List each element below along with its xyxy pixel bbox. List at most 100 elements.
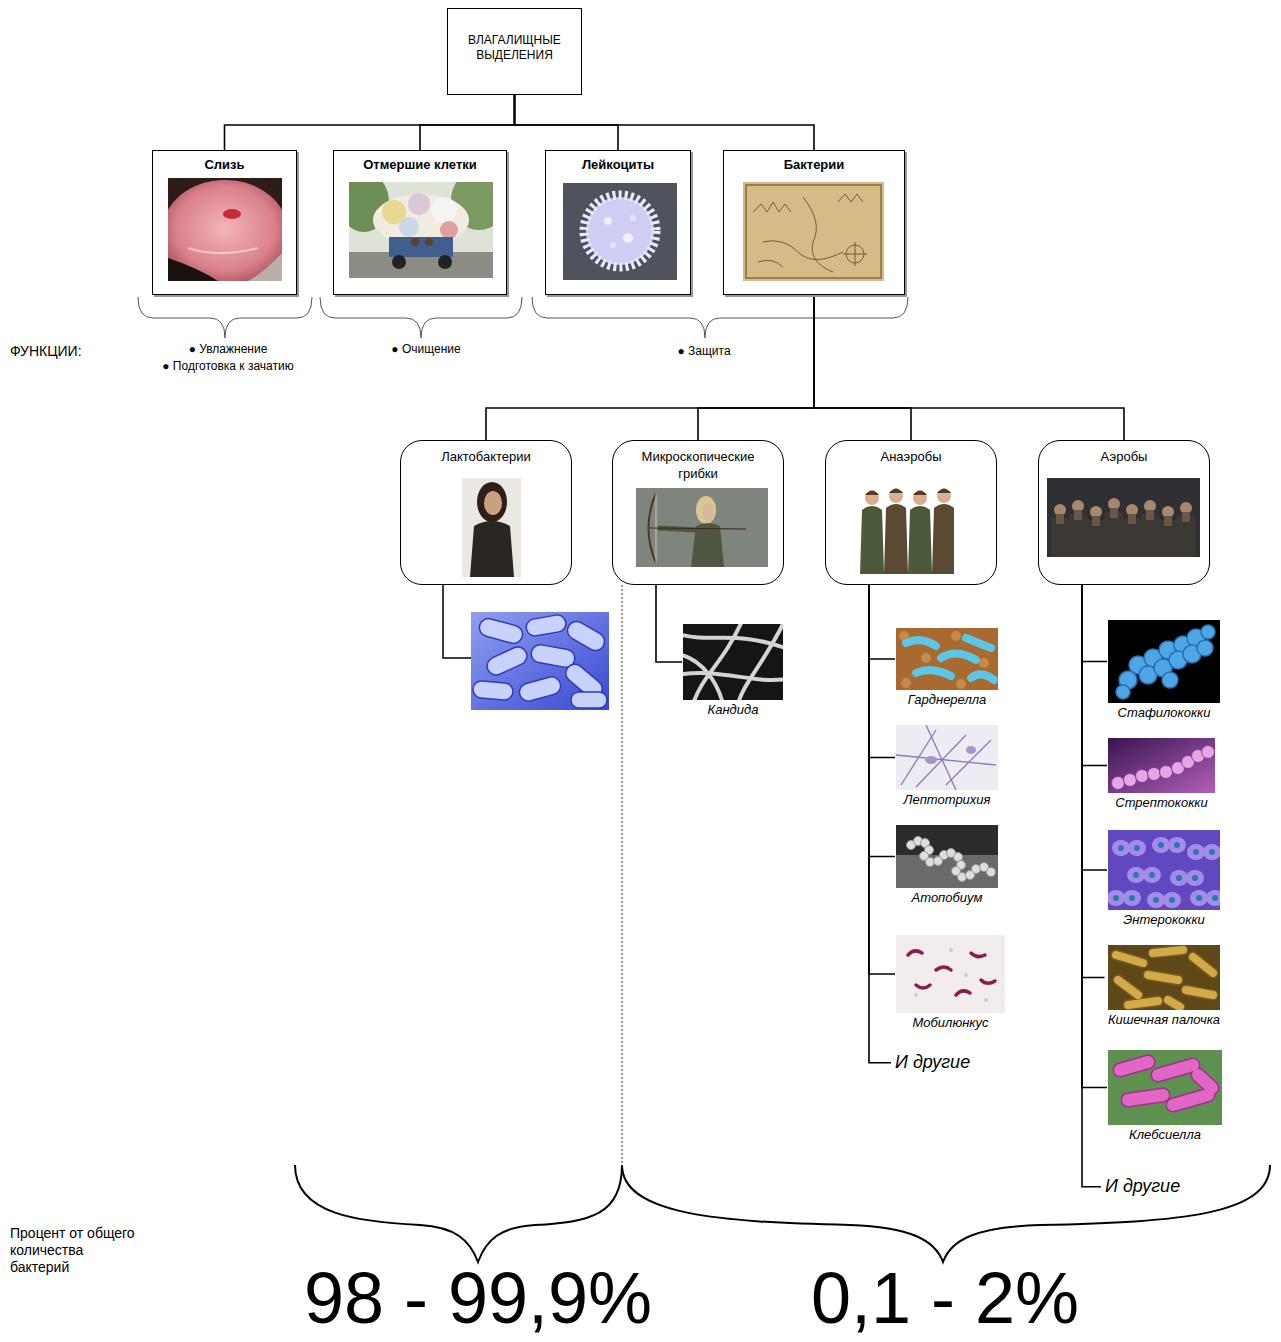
percent-braces-part: [295, 1165, 622, 1262]
microbe-picture-part-part: [979, 658, 989, 668]
microbe-picture-part-part: [971, 674, 994, 680]
figures-picture-part-part: [1182, 512, 1190, 522]
figure-picture-part: [702, 503, 714, 521]
figures-picture-part: [932, 504, 954, 574]
connector-line: [515, 95, 815, 150]
map-picture-part: [746, 185, 881, 278]
connector-line: [486, 295, 814, 440]
figures-picture-part: [913, 491, 927, 496]
node-text: Гарднерелла: [896, 692, 998, 708]
microbe-picture-part-part: [1133, 872, 1139, 878]
figure-picture-part: [484, 491, 502, 515]
microbe-picture-part-part: [1158, 1065, 1193, 1075]
microbe-picture-part: [896, 725, 996, 790]
microbe-picture-part-part: [1116, 955, 1143, 963]
connector-line: [1082, 585, 1107, 766]
figures-picture-part-part: [1141, 514, 1159, 557]
figures-picture-part-part: [1110, 508, 1118, 518]
microbe-picture-part-part: [1198, 1075, 1212, 1088]
connector-line: [869, 585, 895, 857]
microbe-picture-part: [1116, 950, 1213, 1007]
microbe-picture-part-part: [1128, 1001, 1158, 1005]
function-braces: [138, 297, 908, 338]
function-braces-part: [532, 297, 908, 338]
microbe-picture-part: [1116, 950, 1213, 1007]
connector-line: [814, 295, 911, 440]
microbe-picture-part-part: [921, 653, 931, 663]
microbe-picture-part-part: [530, 643, 576, 668]
connector-line: [1082, 585, 1107, 870]
microbe-picture-part-part: [683, 673, 788, 680]
node-text: Клебсиелла: [1108, 1127, 1222, 1143]
microbe-picture-part-part: [1128, 1095, 1163, 1100]
microbe-picture-part: [1108, 945, 1220, 1010]
microbe-picture-part-part: [1116, 955, 1143, 963]
microbe-picture-part-part: [1129, 895, 1135, 901]
microbe-picture-part: [906, 638, 994, 680]
figures-picture-part: [937, 489, 951, 494]
figures-picture-part: [860, 506, 884, 574]
microbe-picture-part-part: [1160, 766, 1173, 779]
microbe-picture: [1108, 738, 1215, 793]
function-braces-part: [138, 297, 312, 338]
percent-braces: [295, 1165, 1270, 1262]
map-picture-part-part: [753, 202, 791, 212]
connector-line: [814, 295, 1124, 440]
microbe-picture-part-part: [1186, 990, 1213, 995]
mucus-photo-part: [223, 209, 241, 219]
group-box: Лактобактерии: [400, 440, 572, 585]
microbe-picture-part-part: [1190, 890, 1208, 906]
node-text: Мобилюнкус: [896, 1015, 1005, 1031]
leukocyte-photo: [563, 183, 677, 280]
node-text: Аэробы: [1047, 449, 1201, 466]
microbe-picture: [896, 725, 998, 790]
microbe-picture-part-part: [951, 631, 961, 641]
microbe-item: Лептотрихия: [896, 725, 998, 810]
figures-picture-part: [865, 491, 879, 505]
microbe-picture-part-part: [936, 967, 951, 970]
microbe-picture-part-part: [738, 624, 783, 704]
cells-photo-part: [411, 238, 419, 246]
microbe-picture: [896, 825, 998, 888]
group-box: Анаэробы: [825, 440, 997, 585]
map-picture-part: [743, 182, 884, 281]
node-text: Энтерококки: [1108, 912, 1220, 928]
microbe-picture-part-part: [1112, 840, 1130, 856]
microbe-picture-part-part: [1176, 875, 1182, 881]
microbe-picture: [471, 612, 609, 710]
function-item: ● Очищение: [276, 342, 576, 357]
microbe-picture-part-part: [1203, 844, 1221, 860]
microbe-picture-part-part: [1113, 895, 1119, 901]
microbe-picture-part: [472, 614, 608, 708]
microbe-item: Стрептококки: [1108, 738, 1215, 813]
node-text: Слизь: [159, 157, 290, 173]
microbe-picture-part-part: [477, 617, 524, 646]
group-box: Микроскопические грибки: [612, 440, 784, 585]
microbe-picture-part-part: [956, 991, 970, 995]
microbe-picture-part-part: [1153, 950, 1183, 953]
microbe-picture-part-part: [1158, 1065, 1193, 1075]
figures-picture-part: [884, 504, 908, 574]
microbe-picture-part-part: [1193, 957, 1213, 973]
microbe-picture-part-part: [1170, 870, 1188, 886]
microbe-picture-part-part: [949, 948, 953, 952]
node-text: Лейкоциты: [552, 157, 684, 173]
microbe-picture-part-part: [1198, 1075, 1212, 1088]
component-box: Бактерии: [723, 150, 905, 295]
mucus-photo-part: [168, 258, 218, 281]
microbe-picture-part-part: [914, 993, 918, 997]
microbe-picture-part-part: [1197, 640, 1213, 656]
connector-line: [869, 585, 891, 1063]
microbe-picture-part-part: [564, 618, 608, 654]
microbe-picture-part-part: [1193, 849, 1199, 855]
microbe-picture-part: [1108, 830, 1220, 910]
cells-photo-part: [431, 197, 457, 223]
microbe-picture-part-part: [1168, 1000, 1180, 1007]
figures-picture-part: [889, 489, 903, 503]
cells-photo-part: [440, 221, 458, 239]
figures-picture-part: [913, 491, 927, 505]
microbe-picture-part-part: [1163, 892, 1181, 908]
microbe-picture-part-part: [908, 951, 922, 955]
